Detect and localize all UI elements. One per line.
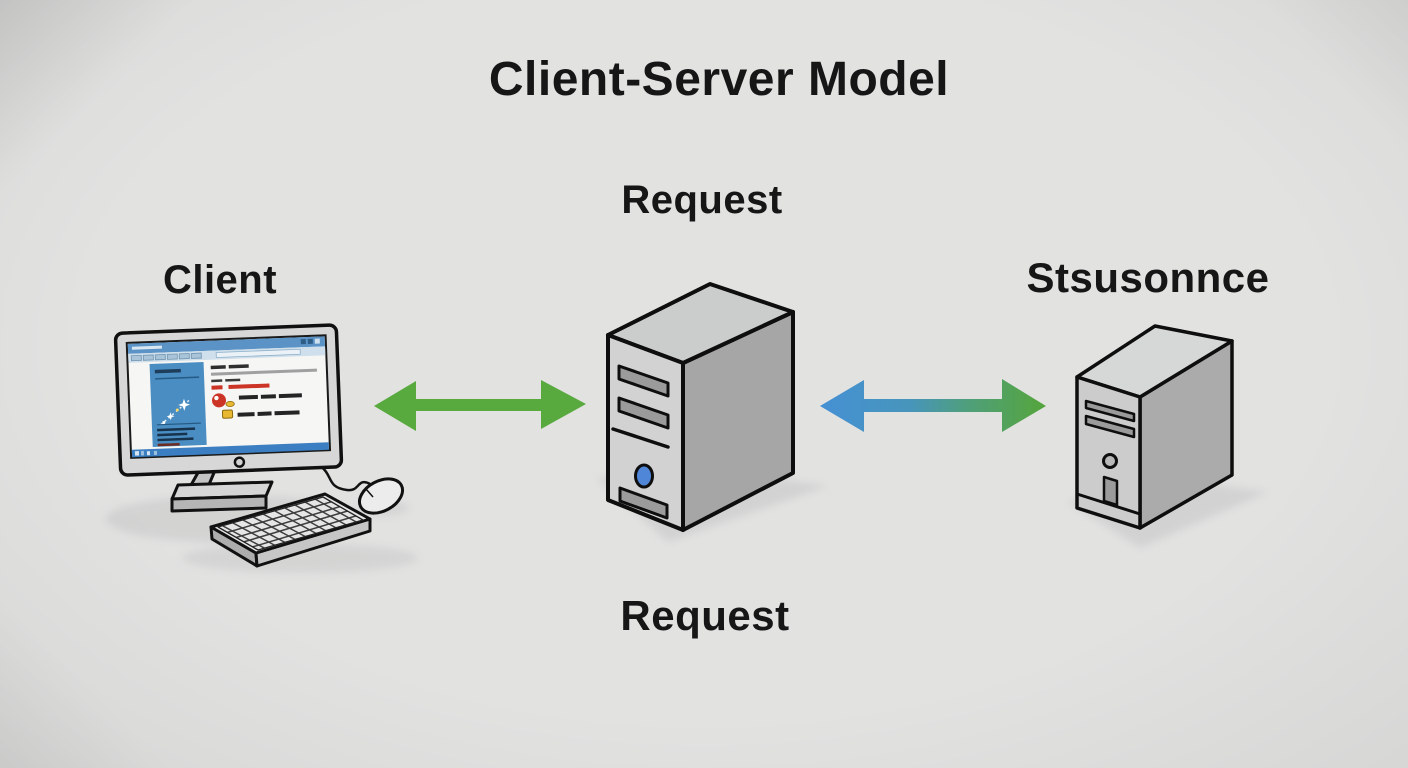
- front-panel-line: [1075, 492, 1142, 516]
- green-double-arrow-icon: [374, 380, 586, 431]
- monitor: [113, 323, 344, 477]
- vertical-slot: [1102, 475, 1119, 507]
- sparkle-icon: [178, 398, 191, 411]
- power-button-icon: [1102, 453, 1118, 469]
- label-server-response: Stsusonnce: [1026, 254, 1270, 301]
- yellow-folder-icon: [221, 409, 234, 419]
- label-client: Client: [162, 258, 278, 302]
- label-request-top: Request: [621, 178, 783, 222]
- blue-green-double-arrow-icon: [820, 379, 1046, 432]
- mouse: [358, 477, 404, 515]
- vent-slot: [1084, 414, 1136, 439]
- screen-sidebar-panel: [149, 361, 207, 448]
- sparkle-icon: [166, 412, 175, 421]
- address-bar: [215, 348, 301, 358]
- server-tower-icon: [597, 282, 828, 542]
- monitor-power-button-icon: [233, 456, 246, 468]
- label-request-bottom: Request: [620, 592, 790, 639]
- diagram-title: Client-Server Model: [488, 53, 950, 107]
- yellow-badge-icon: [225, 400, 235, 408]
- drive-bay-slot: [617, 396, 670, 430]
- screen-content-area: [210, 364, 317, 419]
- browser-window: [127, 336, 326, 363]
- keyboard-keys: [221, 498, 360, 550]
- window-control-buttons: [300, 339, 306, 345]
- window-titlebar: [127, 336, 326, 354]
- screen-taskbar: [131, 442, 329, 458]
- desktop-computer-icon: [105, 323, 418, 573]
- monitor-stand: [170, 466, 274, 513]
- drive-bay-slot: [617, 364, 670, 398]
- server-tower-icon: [1068, 324, 1268, 548]
- keyboard: [209, 492, 372, 568]
- drive-bay-slot: [618, 486, 669, 520]
- power-button-icon: [634, 463, 654, 489]
- vent-slot: [1084, 399, 1136, 423]
- front-panel-line: [611, 427, 670, 449]
